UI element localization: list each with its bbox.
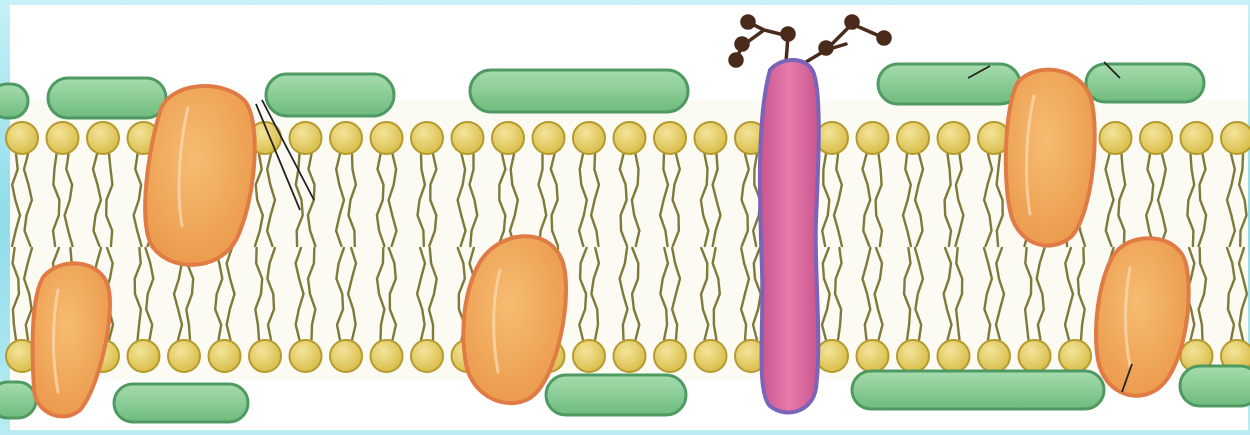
phospholipid-head: [897, 122, 929, 154]
phospholipid-head: [1181, 122, 1213, 154]
peripheral-protein: [114, 384, 248, 422]
phospholipid-head: [47, 122, 79, 154]
phospholipid-head: [87, 122, 119, 154]
peripheral-protein: [1180, 366, 1250, 406]
phospholipid-head: [1140, 122, 1172, 154]
phospholipid-head: [1019, 340, 1051, 372]
phospholipid-head: [857, 122, 889, 154]
peripheral-protein: [878, 64, 1020, 104]
phospholipid-head: [128, 340, 160, 372]
integral-protein: [145, 86, 255, 265]
phospholipid-head: [371, 122, 403, 154]
phospholipid-head: [816, 340, 848, 372]
phospholipid-head: [614, 340, 646, 372]
sugar-unit: [782, 28, 794, 40]
phospholipid-head: [411, 340, 443, 372]
phospholipid-head: [816, 122, 848, 154]
phospholipid-head: [654, 122, 686, 154]
phospholipid-head: [695, 122, 727, 154]
phospholipid-head: [938, 340, 970, 372]
peripheral-protein: [546, 375, 686, 415]
phospholipid-head: [1221, 122, 1250, 154]
sugar-unit: [846, 16, 858, 28]
phospholipid-head: [452, 122, 484, 154]
phospholipid-head: [938, 122, 970, 154]
sugar-unit: [730, 54, 742, 66]
phospholipid-head: [249, 340, 281, 372]
phospholipid-head: [330, 122, 362, 154]
integral-protein: [1006, 70, 1095, 246]
peripheral-protein: [470, 70, 688, 112]
peripheral-protein: [266, 74, 394, 116]
transmembrane-protein: [760, 60, 819, 413]
phospholipid-head: [654, 340, 686, 372]
phospholipid-head: [371, 340, 403, 372]
sugar-unit: [736, 38, 748, 50]
peripheral-protein: [48, 78, 166, 118]
sugar-unit: [820, 42, 832, 54]
sugar-unit: [878, 32, 890, 44]
inner-head-row: [6, 340, 1250, 372]
peripheral-protein: [0, 84, 28, 118]
phospholipid-head: [209, 340, 241, 372]
phospholipid-head: [290, 340, 322, 372]
phospholipid-head: [695, 340, 727, 372]
phospholipid-head: [573, 340, 605, 372]
phospholipid-head: [1100, 122, 1132, 154]
sugar-unit: [742, 16, 754, 28]
phospholipid-head: [168, 340, 200, 372]
phospholipid-head: [533, 122, 565, 154]
phospholipid-head: [330, 340, 362, 372]
phospholipid-head: [411, 122, 443, 154]
peripheral-protein: [1086, 64, 1204, 102]
phospholipid-head: [614, 122, 646, 154]
phospholipid-head: [290, 122, 322, 154]
phospholipid-head: [1059, 340, 1091, 372]
phospholipid-head: [573, 122, 605, 154]
peripheral-protein: [852, 371, 1104, 409]
phospholipid-head: [6, 122, 38, 154]
phospholipid-head: [492, 122, 524, 154]
phospholipid-head: [897, 340, 929, 372]
phospholipid-head: [978, 340, 1010, 372]
peripheral-protein: [0, 382, 36, 418]
phospholipid-head: [857, 340, 889, 372]
